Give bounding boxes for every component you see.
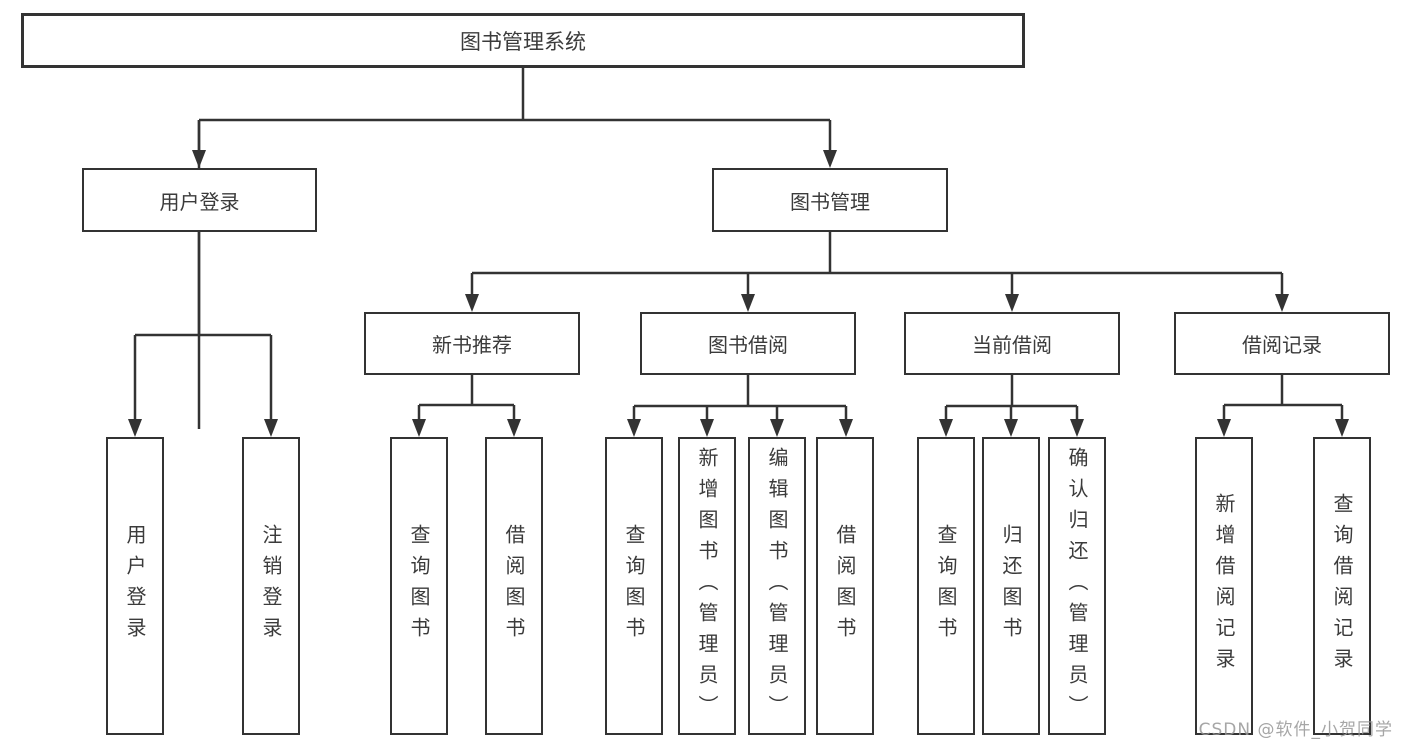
node-current-borrowing: 当前借阅 [904,312,1120,375]
node-library-system: 图书管理系统 [21,13,1025,68]
node-label: 图书借阅 [708,333,788,357]
arrowhead [741,294,755,312]
node-label: 确认归还（管理员） [1065,446,1089,726]
arrowhead [128,419,142,437]
node-label: 借阅记录 [1242,333,1322,357]
connector-root-to-level2 [197,68,832,429]
arrowhead [465,294,479,312]
leaf-cb-query-book: 查询图书 [917,437,975,735]
node-book-borrowing: 图书借阅 [640,312,856,375]
node-label: 用户登录 [159,189,240,214]
connector-currentborrow-split [944,375,1079,429]
leaf-logout: 注销登录 [242,437,300,735]
arrowhead [412,419,426,437]
node-label: 新增借阅记录 [1212,493,1236,679]
arrowhead [1275,294,1289,312]
node-borrowing-records: 借阅记录 [1174,312,1390,375]
arrowhead [264,419,278,437]
node-book-management: 图书管理 [712,168,948,232]
arrowhead [1004,419,1018,437]
node-label: 查询图书 [622,524,646,648]
node-label: 新书推荐 [432,333,512,357]
arrowhead [1070,419,1084,437]
node-label: 编辑图书（管理员） [765,446,789,726]
connector-newbook-split [417,375,516,429]
node-label: 图书管理系统 [460,29,586,54]
connector-bookmgmt-split [470,232,1284,304]
leaf-nb-borrow-book: 借阅图书 [485,437,543,735]
leaf-br-add-record: 新增借阅记录 [1195,437,1253,735]
node-label: 归还图书 [999,524,1023,648]
node-label: 查询图书 [934,524,958,648]
connector-record-split [1222,375,1344,429]
leaf-bb-add-book-admin: 新增图书（管理员） [678,437,736,735]
csdn-watermark: CSDN @软件_小贺同学 [1198,720,1393,740]
node-label: 图书管理 [790,189,870,214]
leaf-cb-confirm-return-admin: 确认归还（管理员） [1048,437,1106,735]
node-new-book-recommend: 新书推荐 [364,312,580,375]
arrowhead [627,419,641,437]
node-label: 查询图书 [407,524,431,648]
arrowhead [700,419,714,437]
arrowhead [192,150,206,168]
arrowheads [128,150,1349,437]
arrowhead [839,419,853,437]
connector-bookborrow-split [632,375,848,429]
leaf-bb-edit-book-admin: 编辑图书（管理员） [748,437,806,735]
arrowhead [823,150,837,168]
arrowhead [1335,419,1349,437]
node-label: 新增图书（管理员） [695,446,719,726]
node-label: 借阅图书 [502,524,526,648]
leaf-user-login: 用户登录 [106,437,164,735]
node-label: 借阅图书 [833,524,857,648]
node-label: 用户登录 [123,524,147,648]
node-label: 查询借阅记录 [1330,493,1354,679]
leaf-br-query-record: 查询借阅记录 [1313,437,1371,735]
arrowhead [1005,294,1019,312]
arrowhead [1217,419,1231,437]
arrowhead [507,419,521,437]
leaf-bb-borrow-book: 借阅图书 [816,437,874,735]
node-label: 当前借阅 [972,333,1052,357]
connector-userlogin-split [133,232,273,429]
arrowhead [770,419,784,437]
leaf-nb-query-book: 查询图书 [390,437,448,735]
arrowhead [939,419,953,437]
leaf-cb-return-book: 归还图书 [982,437,1040,735]
leaf-bb-query-book: 查询图书 [605,437,663,735]
node-user-login: 用户登录 [82,168,317,232]
node-label: 注销登录 [259,524,283,648]
